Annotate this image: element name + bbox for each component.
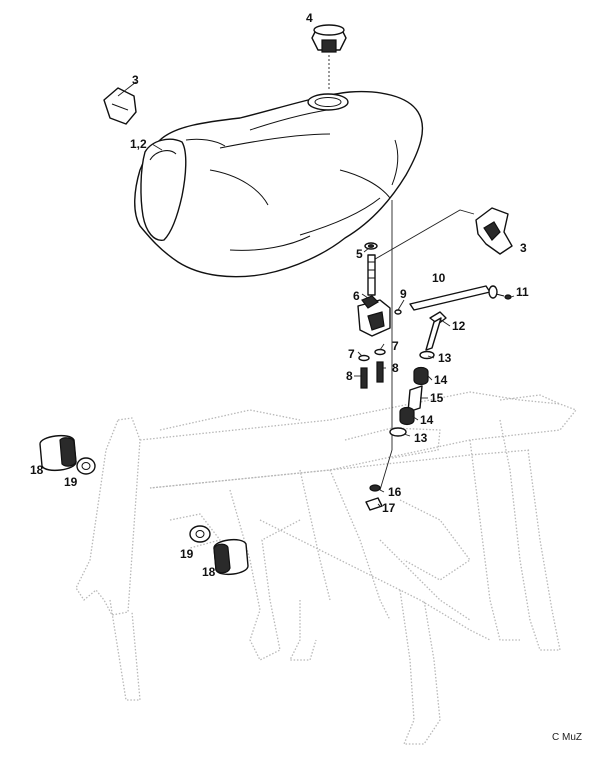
callout-5: 5: [356, 247, 363, 261]
callout-leaders: [117, 81, 515, 507]
callout-13-upper: 13: [438, 351, 452, 365]
callout-14-upper: 14: [434, 373, 448, 387]
callout-19-left: 19: [64, 475, 78, 489]
rubber-mount-left: [39, 434, 96, 475]
callout-14-lower: 14: [420, 413, 434, 427]
callout-13-lower: 13: [414, 431, 428, 445]
callout-12: 12: [452, 319, 466, 333]
decal-left: [103, 87, 137, 125]
fuel-tank: [134, 90, 424, 278]
callout-8-left: 8: [346, 369, 353, 383]
callout-10: 10: [432, 271, 446, 285]
decal-right: [369, 207, 513, 263]
rubber-mount-center: [189, 525, 249, 576]
callout-1-2: 1,2: [130, 137, 147, 151]
callout-4: 4: [306, 11, 313, 25]
callout-6: 6: [353, 289, 360, 303]
credit-mark: C MuZ: [552, 732, 582, 743]
callout-17: 17: [382, 501, 396, 515]
callout-3-right: 3: [520, 241, 527, 255]
callout-19-center: 19: [180, 547, 194, 561]
callout-labels: 1,2 3 3 4 5 6 7 7 8 8 9 10 11 12 13 13 1…: [30, 11, 529, 579]
frame-outline: [75, 391, 577, 745]
callout-18-left: 18: [30, 463, 44, 477]
lower-fittings: [365, 484, 383, 511]
callout-11: 11: [516, 285, 529, 299]
mounting-bolt-set: [389, 311, 447, 437]
callout-18-center: 18: [202, 565, 216, 579]
fuel-hose: [409, 285, 512, 311]
callout-3-left: 3: [132, 73, 139, 87]
fuel-tap-assembly: [357, 200, 402, 491]
callout-15: 15: [430, 391, 444, 405]
callout-7-left: 7: [348, 347, 355, 361]
filler-cap: [311, 24, 347, 90]
callout-7-right: 7: [392, 339, 399, 353]
callout-16: 16: [388, 485, 402, 499]
callout-9: 9: [400, 287, 407, 301]
callout-8-right: 8: [392, 361, 399, 375]
